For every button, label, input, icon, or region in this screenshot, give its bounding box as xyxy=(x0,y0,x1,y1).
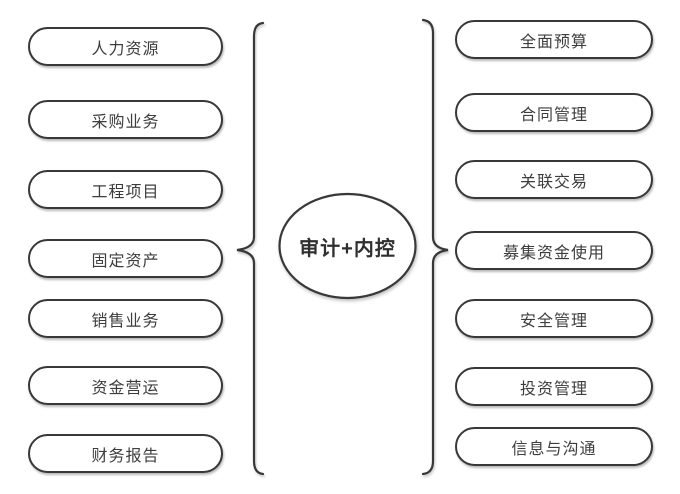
center-node: 审计+内控 xyxy=(299,237,396,260)
left-node: 采购业务 xyxy=(28,100,223,139)
right-node: 合同管理 xyxy=(455,93,653,132)
center-ellipse xyxy=(278,192,417,300)
left-node: 固定资产 xyxy=(28,239,223,278)
right-node: 投资管理 xyxy=(455,367,653,406)
right-node: 信息与沟通 xyxy=(455,427,653,466)
left-node: 销售业务 xyxy=(28,299,223,338)
left-brace xyxy=(236,21,265,476)
left-node: 财务报告 xyxy=(28,434,223,473)
left-node: 工程项目 xyxy=(28,170,223,209)
left-node: 人力资源 xyxy=(28,27,223,66)
right-node: 全面预算 xyxy=(455,20,653,59)
left-node: 资金营运 xyxy=(28,366,223,405)
right-brace xyxy=(421,18,449,476)
right-node: 募集资金使用 xyxy=(455,231,653,270)
right-node: 安全管理 xyxy=(455,299,653,338)
right-node: 关联交易 xyxy=(455,160,653,199)
